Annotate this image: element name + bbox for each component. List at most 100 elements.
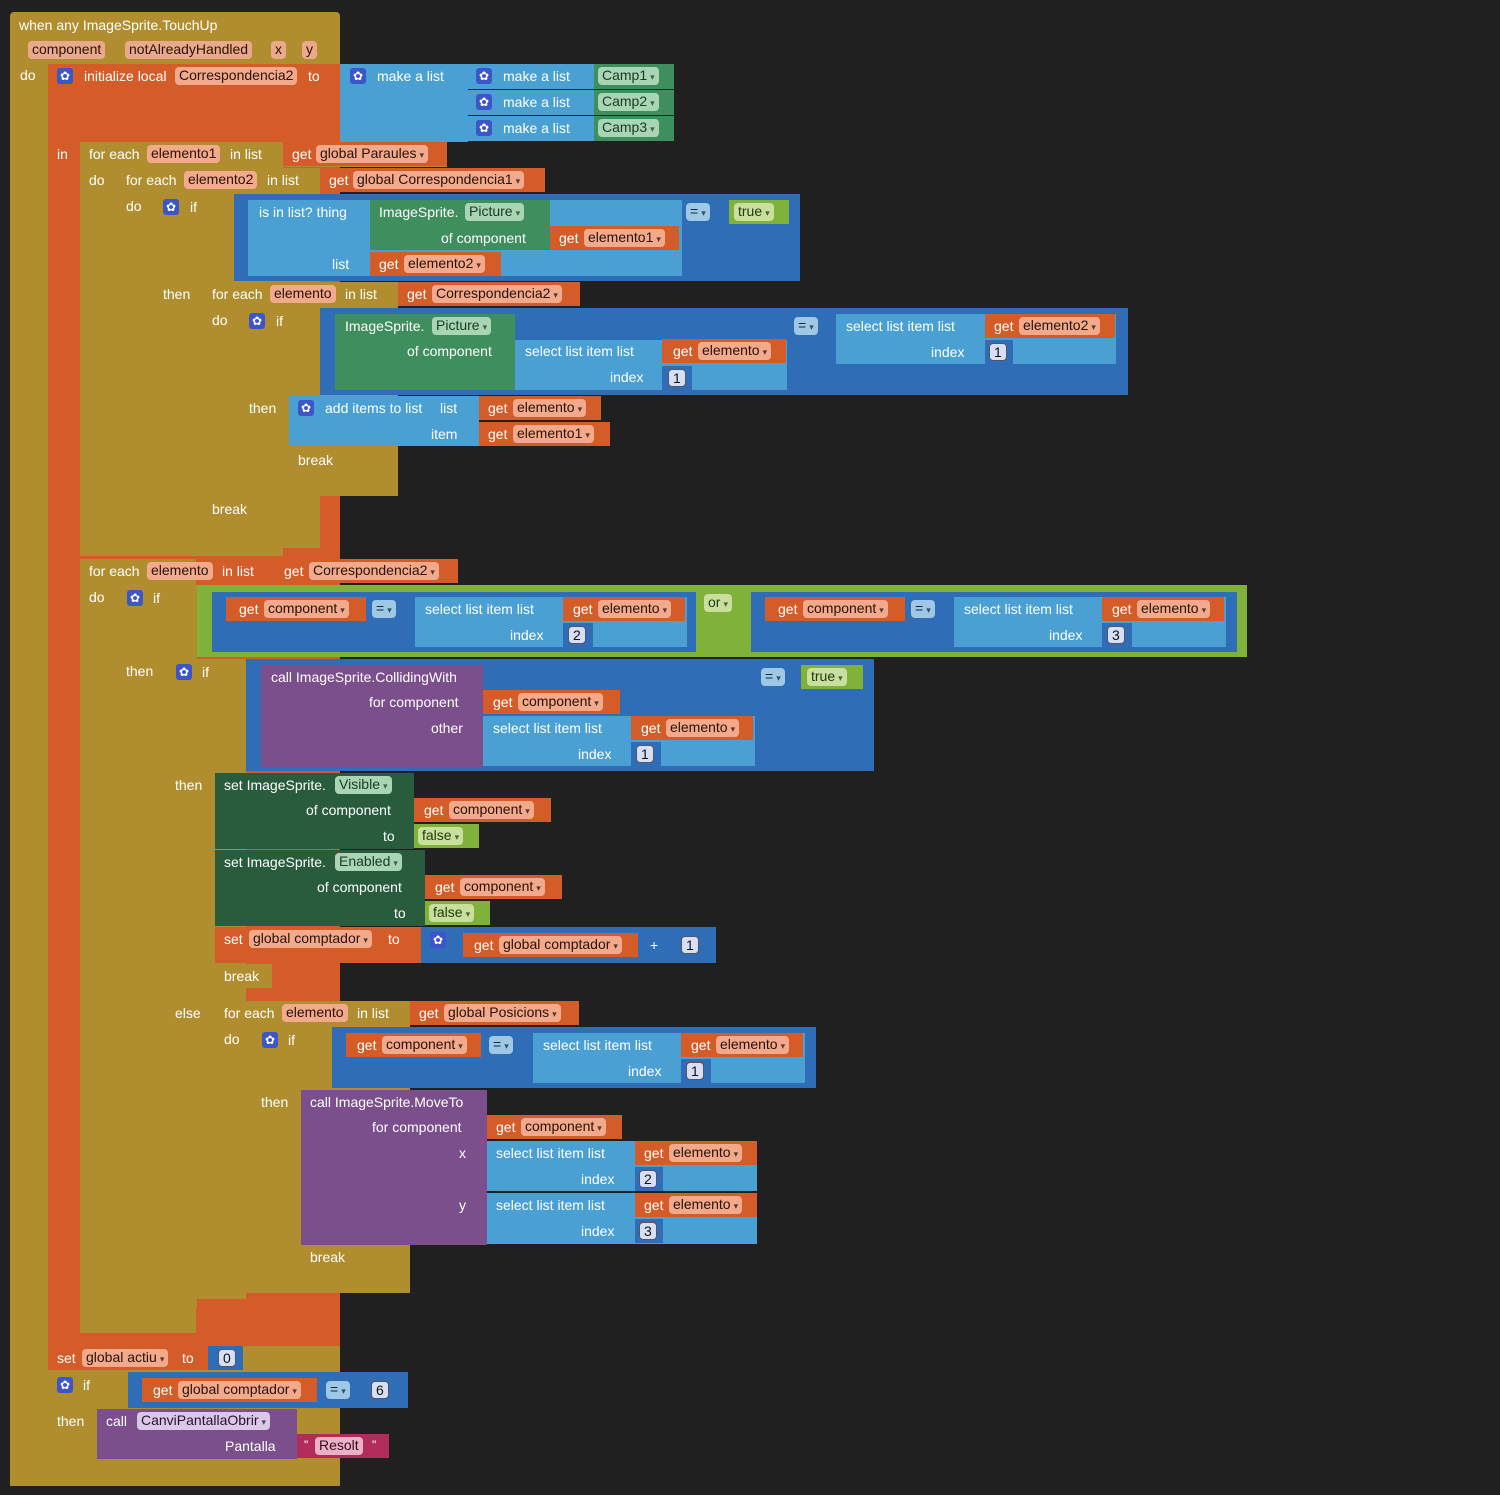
elemento1-dropdown[interactable]: elemento1▾ (584, 229, 665, 247)
number-3[interactable]: 3 (1107, 626, 1125, 644)
elemento-dropdown[interactable]: elemento▾ (1137, 600, 1211, 618)
comptador-dropdown[interactable]: global comptador▾ (499, 936, 622, 954)
correspondencia2-dropdown[interactable]: Correspondencia2▾ (432, 285, 562, 303)
camp3-dropdown[interactable]: Camp3▾ (598, 119, 659, 137)
gear-icon[interactable]: ✿ (476, 120, 492, 136)
global-paraules-dropdown[interactable]: global Paraules▾ (316, 145, 429, 163)
number-6[interactable]: 6 (371, 1381, 389, 1399)
component-dropdown[interactable]: component▾ (460, 878, 545, 896)
gear-icon[interactable]: ✿ (127, 590, 143, 606)
true-dropdown[interactable]: true▾ (807, 668, 847, 686)
number-1[interactable]: 1 (686, 1062, 704, 1080)
equals-dropdown[interactable]: =▾ (794, 317, 818, 335)
elemento-dropdown[interactable]: elemento▾ (598, 600, 672, 618)
gear-icon[interactable]: ✿ (298, 400, 314, 416)
elemento-dropdown[interactable]: elemento▾ (669, 1196, 743, 1214)
elemento-dropdown[interactable]: elemento▾ (666, 719, 740, 737)
component-dropdown[interactable]: component▾ (803, 600, 888, 618)
break-block[interactable] (203, 497, 260, 521)
gear-icon[interactable]: ✿ (163, 199, 179, 215)
in-list-label: in list (357, 1005, 389, 1021)
enabled-dropdown[interactable]: Enabled▾ (335, 853, 402, 871)
camp1-dropdown[interactable]: Camp1▾ (598, 67, 659, 85)
component-dropdown[interactable]: component▾ (382, 1036, 467, 1054)
moveto-call[interactable] (301, 1090, 487, 1245)
number-2[interactable]: 2 (639, 1170, 657, 1188)
elemento-dropdown[interactable]: elemento▾ (513, 399, 587, 417)
equals-dropdown[interactable]: =▾ (372, 600, 396, 618)
gear-icon[interactable]: ✿ (350, 68, 366, 84)
elemento1-dropdown[interactable]: elemento1▾ (513, 425, 594, 443)
number-1[interactable]: 1 (989, 343, 1007, 361)
gear-icon[interactable]: ✿ (476, 94, 492, 110)
global-posicions-dropdown[interactable]: global Posicions▾ (444, 1004, 561, 1022)
component-dropdown[interactable]: component▾ (518, 693, 603, 711)
visible-dropdown[interactable]: Visible▾ (335, 776, 392, 794)
equals-dropdown[interactable]: =▾ (489, 1036, 513, 1054)
picture-dropdown[interactable]: Picture▾ (465, 203, 525, 221)
false-dropdown[interactable]: false▾ (418, 827, 464, 845)
break-block[interactable] (289, 448, 346, 472)
dropdown-value: = (915, 600, 924, 616)
chevron-down-icon: ▾ (454, 832, 460, 842)
gear-icon[interactable]: ✿ (249, 313, 265, 329)
number-1[interactable]: 1 (681, 936, 699, 954)
get-label: get (778, 601, 798, 617)
colliding-with-call[interactable] (261, 665, 483, 767)
number-0[interactable]: 0 (218, 1349, 236, 1367)
param-y[interactable]: y (302, 41, 317, 59)
or-dropdown[interactable]: or▾ (704, 594, 732, 612)
component-dropdown[interactable]: component▾ (449, 801, 534, 819)
param-notalreadyhandled[interactable]: notAlreadyHandled (125, 41, 253, 59)
gear-icon[interactable]: ✿ (57, 1377, 73, 1393)
loop-var-elemento[interactable]: elemento (270, 285, 336, 303)
equals-dropdown[interactable]: =▾ (326, 1381, 350, 1399)
break-block[interactable] (215, 964, 272, 988)
equals-dropdown[interactable]: =▾ (761, 668, 785, 686)
comptador-dropdown[interactable]: global comptador▾ (249, 930, 372, 948)
chevron-down-icon: ▾ (458, 1041, 463, 1051)
loop-var-elemento[interactable]: elemento (282, 1004, 348, 1022)
event-title: when any ImageSprite.TouchUp (19, 17, 218, 33)
number-1[interactable]: 1 (636, 745, 654, 763)
number-1[interactable]: 1 (668, 369, 686, 387)
gear-icon[interactable]: ✿ (176, 664, 192, 680)
equals-dropdown[interactable]: =▾ (686, 203, 710, 221)
gear-icon[interactable]: ✿ (476, 68, 492, 84)
add-items-to-list-block[interactable] (289, 396, 479, 446)
global-correspondencia1-dropdown[interactable]: global Correspondencia1▾ (353, 171, 525, 189)
loop-var-elemento1[interactable]: elemento1 (147, 145, 221, 163)
camp2-dropdown[interactable]: Camp2▾ (598, 93, 659, 111)
text-resolt[interactable]: Resolt (315, 1437, 363, 1455)
break-block[interactable] (301, 1246, 358, 1270)
picture-dropdown[interactable]: Picture▾ (432, 317, 492, 335)
loop-var-elemento2[interactable]: elemento2 (184, 171, 258, 189)
component-dropdown[interactable]: component▾ (264, 600, 349, 618)
for-component-label: for component (372, 1119, 462, 1135)
false-dropdown[interactable]: false▾ (429, 904, 475, 922)
number-2[interactable]: 2 (568, 626, 586, 644)
procedure-dropdown[interactable]: CanviPantallaObrir▾ (137, 1412, 271, 1430)
component-dropdown[interactable]: component▾ (521, 1118, 606, 1136)
init-var-name[interactable]: Correspondencia2 (175, 67, 298, 85)
number-3[interactable]: 3 (639, 1222, 657, 1240)
actiu-dropdown[interactable]: global actiu▾ (82, 1349, 169, 1367)
true-dropdown[interactable]: true▾ (734, 203, 774, 221)
param-x[interactable]: x (271, 41, 286, 59)
loop-var-elemento[interactable]: elemento (147, 562, 213, 580)
equals-dropdown[interactable]: =▾ (911, 600, 935, 618)
comptador-dropdown[interactable]: global comptador▾ (178, 1381, 301, 1399)
elemento-dropdown[interactable]: elemento▾ (698, 342, 772, 360)
correspondencia2-dropdown[interactable]: Correspondencia2▾ (309, 562, 439, 580)
elemento2-dropdown[interactable]: elemento2▾ (404, 255, 485, 273)
param-component[interactable]: component (28, 41, 106, 59)
gear-icon[interactable]: ✿ (430, 932, 446, 948)
index-label: index (581, 1223, 615, 1239)
elemento2-dropdown[interactable]: elemento2▾ (1019, 317, 1100, 335)
elemento-dropdown[interactable]: elemento▾ (669, 1144, 743, 1162)
elemento-dropdown[interactable]: elemento▾ (716, 1036, 790, 1054)
chevron-down-icon: ▾ (482, 322, 488, 332)
gear-icon[interactable]: ✿ (262, 1032, 278, 1048)
gear-icon[interactable]: ✿ (57, 68, 73, 84)
